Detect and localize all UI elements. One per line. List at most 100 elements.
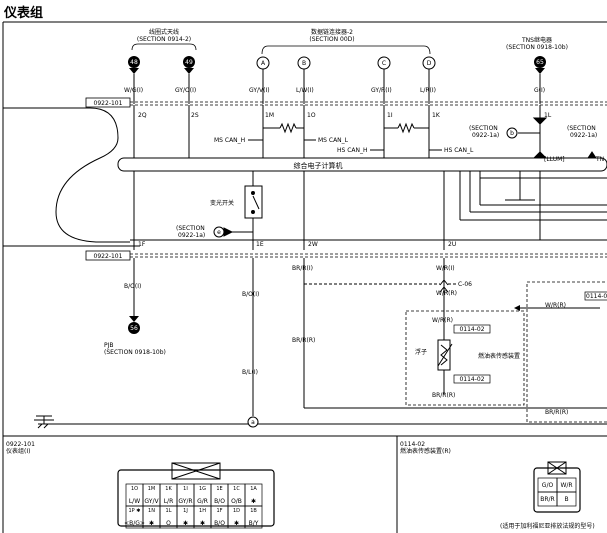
- connector-0114-b: 0114-02: [459, 376, 484, 383]
- connector-cell-label: 1H: [199, 508, 206, 514]
- wire-label-lw: L/W(I): [296, 87, 314, 94]
- connector-cell-label: L/W: [129, 498, 140, 505]
- hs-can-l-label: HS CAN_L: [444, 147, 474, 154]
- pin-1e: 1E: [256, 241, 264, 248]
- lower-wires: [133, 258, 607, 416]
- section-r-line1: (SECTION: [567, 125, 596, 132]
- interior-wires: [133, 105, 442, 250]
- connector-cell-label: GY/V: [144, 498, 159, 505]
- footer-right-code: 0114-02: [400, 441, 425, 448]
- terminal-a-lower-label: a: [251, 419, 255, 426]
- connector-cell-label: G/R: [197, 498, 208, 505]
- connector-cell-label: BR/R: [540, 496, 554, 503]
- pjb-section: (SECTION 0918-10b): [104, 349, 166, 356]
- page-title: 仪表组: [4, 6, 44, 21]
- pin-1l: 1L: [544, 112, 552, 119]
- connector-cell-label: 1O: [131, 486, 138, 492]
- data-link-section: (SECTION 00D): [309, 36, 354, 43]
- top-vertical-wires: [133, 69, 541, 104]
- terminal-a-label: A: [261, 60, 266, 67]
- connector-cell-label: B: [564, 496, 568, 503]
- section-e-line2: 0922-1a): [178, 232, 205, 239]
- wire-label-brr2: BR/R(R): [292, 337, 315, 344]
- connector-cell-label: W/R: [560, 482, 572, 489]
- wire-label-bl: B/L(I): [242, 369, 258, 376]
- connector-cell-label: 1A: [250, 486, 257, 492]
- connector-cell-label: 1E: [216, 486, 222, 492]
- pjb-label: PJB: [104, 342, 114, 349]
- wire-label-wr3: W/R(R): [432, 317, 453, 324]
- terminal-b-lower: b: [510, 130, 514, 137]
- connector-cell-label: G/O: [542, 482, 554, 489]
- pin-2s: 2S: [191, 112, 199, 119]
- connector-cell-label: GY/R: [178, 498, 192, 505]
- antenna-section: (SECTION 0914-2): [137, 36, 191, 43]
- tns-relay-section: (SECTION 0918-10b): [506, 44, 568, 51]
- connector-cell-label: 1F: [216, 508, 222, 514]
- connector-band-bottom: 0922-101: [85, 250, 607, 261]
- fuel-sensor-box: 0114-02 0114-02 燃油表传感装置 浮子: [405, 310, 525, 406]
- connector-0114-a: 0114-02: [459, 326, 484, 333]
- connector-cell-label: B/Y: [249, 520, 259, 527]
- pin-2q: 2Q: [138, 112, 147, 119]
- wire-label-wr1: W/R(I): [436, 265, 455, 272]
- terminal-a-lower: [247, 416, 259, 428]
- lamp-label: [LLUM]: [544, 156, 565, 163]
- connector-cell-label: B/O: [214, 498, 225, 505]
- footer-note: (适用于加利福尼亚排放法规的型号): [500, 522, 595, 530]
- pin-1m: 1M: [265, 112, 274, 119]
- connector-cell-label: 1N: [148, 508, 155, 514]
- ms-can-h-label: MS CAN_H: [214, 137, 245, 144]
- connector-cell-label: L/R: [164, 498, 174, 505]
- top-terminals: 48 49 A B C D 65: [128, 56, 546, 74]
- terminal-48: 48: [128, 56, 140, 74]
- terminal-65: 65: [534, 56, 546, 74]
- section-r-line2: 0922-1a): [570, 132, 597, 139]
- computer-label: 综合电子计算机: [294, 161, 343, 170]
- dimmer-switch-label: 变光开关: [210, 199, 234, 207]
- connector-0922-bottom: 0922-101: [94, 253, 123, 260]
- pin-2u: 2U: [448, 241, 456, 248]
- terminal-e-label: e: [217, 229, 221, 236]
- terminal-d-label: D: [427, 60, 432, 67]
- fuel-sensor-label: 燃油表传感装置: [478, 352, 520, 360]
- right-connector-box: 0114-0: [514, 281, 607, 423]
- pin-1f: 1F: [138, 241, 146, 248]
- section-b-line1: (SECTION: [469, 125, 498, 132]
- connector-cell-label: <B/G>: [124, 520, 145, 527]
- connector-cell-label: B/O: [214, 520, 225, 527]
- connector-cell-label: O/B: [231, 498, 242, 505]
- wire-label-bo1: B/O(I): [124, 283, 141, 290]
- connector-cell-label: 1D: [233, 508, 240, 514]
- diagram-frame: [2, 21, 607, 533]
- connector-cell-label: 1K: [165, 486, 172, 492]
- connector-c06: C-06: [458, 281, 472, 288]
- ms-can-l-label: MS CAN_L: [318, 137, 349, 144]
- connector-cell-label: ✱: [200, 520, 205, 527]
- pin-2w: 2W: [308, 241, 318, 248]
- connector-band-top: 0922-101: [85, 97, 607, 108]
- svg-text:49: 49: [185, 59, 193, 66]
- connector-cell-label: 1J: [183, 508, 188, 514]
- hs-can-h-label: HS CAN_H: [337, 147, 368, 154]
- svg-text:56: 56: [130, 325, 138, 332]
- tn-label: TN: [595, 156, 604, 163]
- wire-label-lr: L/R(I): [420, 87, 436, 94]
- ground-symbol: [34, 415, 607, 429]
- pin-1i: 1I: [387, 112, 393, 119]
- terminal-b-label: B: [302, 60, 306, 67]
- data-link-label: 数据链连接器-2: [311, 28, 353, 36]
- connector-cell-label: ✱: [183, 520, 188, 527]
- wire-label-gyo: GY/O(I): [175, 87, 196, 94]
- connector-0922-top: 0922-101: [94, 100, 123, 107]
- connector-cell: [556, 491, 577, 507]
- connector-cell-label: 1B: [250, 508, 257, 514]
- pin-1o: 1O: [307, 112, 316, 119]
- connector-cell-label: ✱: [149, 520, 154, 527]
- wire-label-brr4: BR/R(R): [545, 409, 568, 416]
- wire-label-bo2: B/O(I): [242, 291, 259, 298]
- connector-cell-label: 1M: [148, 486, 156, 492]
- wire-label-brr1: BR/R(I): [292, 265, 313, 272]
- right-connector-drawing: G/O W/R BR/R B: [533, 461, 581, 513]
